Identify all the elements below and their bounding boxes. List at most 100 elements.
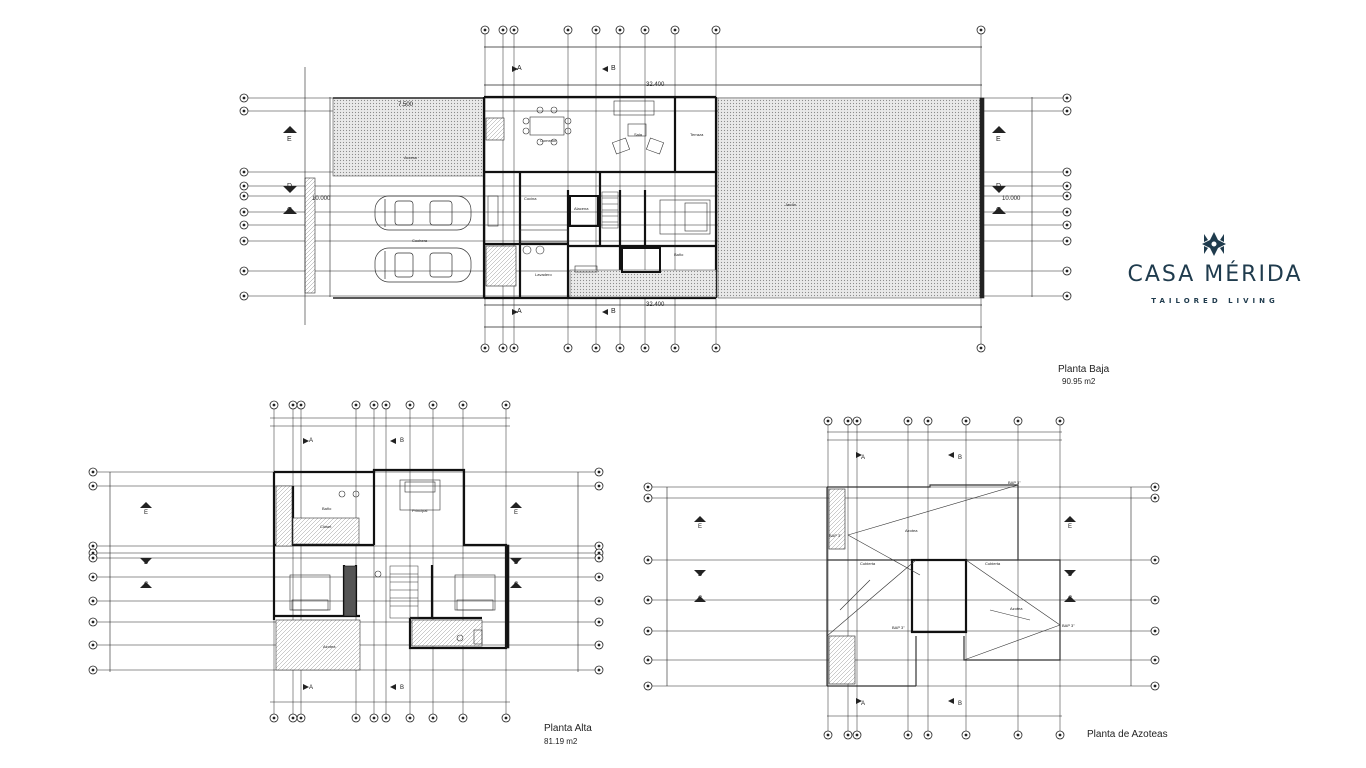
grid-bubble-dot bbox=[242, 269, 246, 273]
grid-bubble-dot bbox=[372, 403, 376, 407]
svg-text:A: A bbox=[517, 65, 522, 72]
grid-bubble-dot bbox=[461, 403, 465, 407]
svg-text:E: E bbox=[144, 510, 148, 516]
ground-dim-garden-left: 7.500 bbox=[398, 102, 414, 108]
grid-bubble-dot bbox=[846, 733, 850, 737]
grid-bubbles-top bbox=[480, 25, 986, 35]
grid-bubble-dot bbox=[291, 716, 295, 720]
svg-text:E: E bbox=[1068, 524, 1072, 530]
grid-bubbles-left bbox=[239, 93, 249, 301]
sofa-icon bbox=[611, 100, 665, 155]
grid-bubbles-left bbox=[88, 467, 98, 675]
grid-bubble-dot bbox=[979, 28, 983, 32]
grid-bubble-dot bbox=[1058, 733, 1062, 737]
grid-bubbles-top bbox=[823, 416, 1065, 426]
svg-text:D: D bbox=[287, 183, 292, 190]
grid-bubbles-right bbox=[1150, 482, 1160, 691]
grid-bubble-dot bbox=[483, 28, 487, 32]
grid-bubble-dot bbox=[1065, 269, 1069, 273]
grid-bubble-dot bbox=[1065, 194, 1069, 198]
upper-plan-title: Planta Alta bbox=[544, 723, 592, 734]
grid-bubble-dot bbox=[242, 109, 246, 113]
roof-drain-label-2: BAP 3" bbox=[1062, 623, 1075, 628]
svg-text:B: B bbox=[400, 685, 404, 691]
room-label-acceso: Acceso bbox=[404, 155, 418, 160]
grid-bubble-dot bbox=[242, 239, 246, 243]
svg-text:A: A bbox=[309, 438, 313, 444]
svg-text:E: E bbox=[514, 510, 518, 516]
grid-bubble-dot bbox=[646, 598, 650, 602]
brand-tagline: TAILORED LIVING bbox=[1151, 297, 1279, 305]
roof-plan: Azotea Azotea Cubierta Cubierta BAP 3" B… bbox=[643, 416, 1160, 740]
svg-text:B: B bbox=[958, 455, 962, 461]
svg-text:C: C bbox=[514, 582, 519, 588]
grid-bubbles-right bbox=[1062, 93, 1072, 301]
grid-bubble-dot bbox=[714, 346, 718, 350]
grid-bubble-dot bbox=[354, 403, 358, 407]
grid-bubble-dot bbox=[855, 733, 859, 737]
ground-plan-title: Planta Baja bbox=[1058, 364, 1110, 375]
grid-bubble-dot bbox=[91, 544, 95, 548]
grid-bubble-dot bbox=[597, 575, 601, 579]
grid-bubble-dot bbox=[291, 403, 295, 407]
grid-bubble-dot bbox=[594, 28, 598, 32]
brand-block: CASA MÉRIDA TAILORED LIVING bbox=[1090, 228, 1340, 305]
grid-bubble-dot bbox=[91, 575, 95, 579]
grid-bubble-dot bbox=[846, 419, 850, 423]
grid-bubble-dot bbox=[1065, 109, 1069, 113]
grid-bubble-dot bbox=[91, 470, 95, 474]
grid-bubbles-bottom bbox=[269, 713, 511, 723]
room-label-sala: Sala bbox=[634, 132, 643, 137]
room-label-alacena: Alacena bbox=[574, 206, 589, 211]
grid-bubble-dot bbox=[501, 28, 505, 32]
upper-room-label-azotea: Azotea bbox=[323, 644, 336, 649]
svg-text:D: D bbox=[698, 572, 703, 578]
grid-bubble-dot bbox=[646, 558, 650, 562]
grid-bubble-dot bbox=[926, 419, 930, 423]
upper-room-label-closet: Clóset bbox=[320, 524, 332, 529]
grid-bubble-dot bbox=[597, 599, 601, 603]
upper-room-label-bano: Baño bbox=[322, 506, 332, 511]
grid-bubble-dot bbox=[597, 544, 601, 548]
grid-bubble-dot bbox=[1153, 658, 1157, 662]
car-icon bbox=[374, 247, 472, 283]
grid-bubble-dot bbox=[1153, 485, 1157, 489]
grid-bubble-dot bbox=[964, 733, 968, 737]
roof-label-azotea-2: Azotea bbox=[1010, 606, 1023, 611]
roof-drain-label-4: BAP 3" bbox=[829, 533, 842, 538]
svg-text:E: E bbox=[996, 136, 1001, 143]
grid-bubble-dot bbox=[646, 496, 650, 500]
room-label-comedor: Comedor bbox=[540, 138, 557, 143]
grid-bubble-dot bbox=[504, 403, 508, 407]
grid-bubble-dot bbox=[408, 716, 412, 720]
grid-bubble-dot bbox=[1065, 96, 1069, 100]
tiled-leaf-emblem-icon bbox=[1202, 232, 1226, 256]
grid-bubble-dot bbox=[91, 556, 95, 560]
svg-text:A: A bbox=[309, 685, 313, 691]
grid-bubble-dot bbox=[242, 170, 246, 174]
svg-text:C: C bbox=[1068, 596, 1073, 602]
roof-label-azotea-1: Azotea bbox=[905, 528, 918, 533]
grid-bubble-dot bbox=[618, 28, 622, 32]
grid-bubble-dot bbox=[566, 346, 570, 350]
grid-bubble-dot bbox=[431, 716, 435, 720]
grid-bubble-dot bbox=[979, 346, 983, 350]
grid-bubble-dot bbox=[643, 28, 647, 32]
svg-text:D: D bbox=[514, 560, 519, 566]
svg-text:C: C bbox=[144, 582, 149, 588]
car-icon bbox=[374, 195, 472, 231]
grid-bubble-dot bbox=[242, 210, 246, 214]
brand-name: CASA MÉRIDA bbox=[1127, 262, 1303, 287]
grid-bubble-dot bbox=[1065, 223, 1069, 227]
grid-bubble-dot bbox=[597, 470, 601, 474]
svg-text:D: D bbox=[144, 560, 149, 566]
grid-bubble-dot bbox=[1058, 419, 1062, 423]
grid-bubble-dot bbox=[512, 28, 516, 32]
room-label-cocina: Cocina bbox=[524, 196, 537, 201]
room-label-jardin: Jardín bbox=[785, 202, 796, 207]
grid-bubble-dot bbox=[384, 716, 388, 720]
grid-bubble-dot bbox=[91, 643, 95, 647]
grid-bubble-dot bbox=[504, 716, 508, 720]
